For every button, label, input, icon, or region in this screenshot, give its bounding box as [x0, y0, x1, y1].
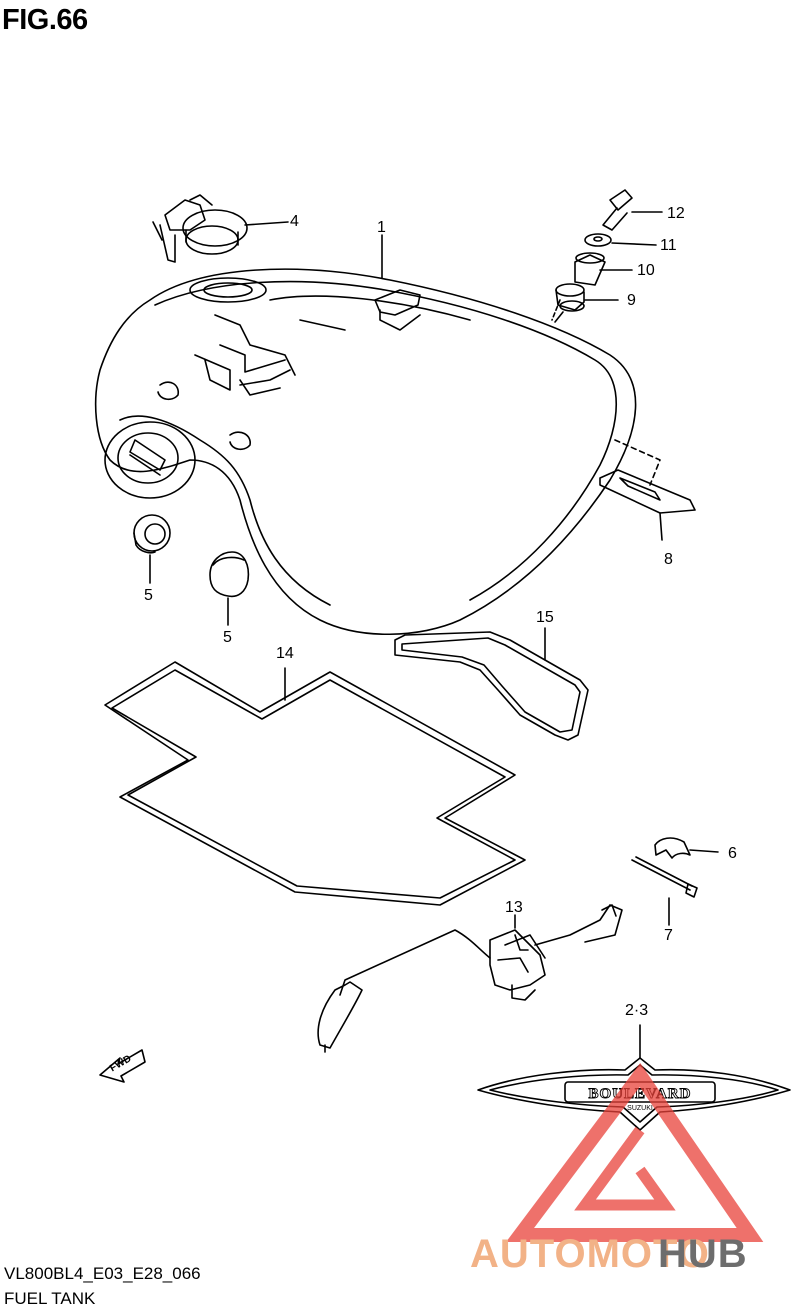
- callout-14: 14: [276, 645, 294, 662]
- plug-part-5b: [209, 551, 250, 626]
- gasket-part-14: [104, 661, 526, 906]
- seal-part-15: [394, 627, 589, 741]
- callout-13: 13: [505, 899, 523, 916]
- plug-part-5a: [133, 514, 171, 584]
- callout-8: 8: [664, 551, 673, 568]
- callout-4: 4: [290, 213, 299, 230]
- callout-2-3: 2·3: [625, 1002, 649, 1019]
- watermark-text-gray: HUB: [658, 1232, 748, 1276]
- pad-part-8: [599, 439, 696, 541]
- callout-7: 7: [664, 927, 673, 944]
- callout-5a: 5: [144, 587, 153, 604]
- footer-part-group: FUEL TANK: [4, 1289, 96, 1308]
- fwd-arrow-icon: [99, 1049, 146, 1083]
- watermark-text-colored: AUTOMOTO: [470, 1232, 710, 1276]
- footer-model-code: VL800BL4_E03_E28_066: [4, 1264, 201, 1283]
- callout-5b: 5: [223, 629, 232, 646]
- cable-tie-part-7: [631, 856, 698, 926]
- callout-11: 11: [660, 237, 677, 254]
- callout-12: 12: [667, 205, 685, 222]
- fuel-sender-part-13: [317, 904, 623, 1053]
- figure-title: FIG.66: [2, 4, 88, 36]
- callout-10: 10: [637, 262, 655, 279]
- emblem-lettering: BOULEVARD: [589, 1086, 692, 1102]
- callout-1: 1: [377, 219, 386, 236]
- callout-9: 9: [627, 292, 636, 309]
- callout-6: 6: [728, 845, 737, 862]
- bolt-part-12: [602, 189, 663, 231]
- watermark-logo-icon: [506, 1063, 764, 1242]
- fuel-tank-part-1: [94, 268, 637, 636]
- grommet-part-9: [554, 283, 619, 323]
- clamp-part-6: [654, 837, 719, 859]
- washer-part-11: [584, 233, 657, 247]
- callout-15: 15: [536, 609, 554, 626]
- emblem-part-2-3: [477, 1024, 791, 1131]
- emblem-sublettering: SUZUKI: [627, 1105, 653, 1112]
- fuel-cap-part-4: [152, 194, 289, 263]
- collar-part-10: [574, 252, 633, 286]
